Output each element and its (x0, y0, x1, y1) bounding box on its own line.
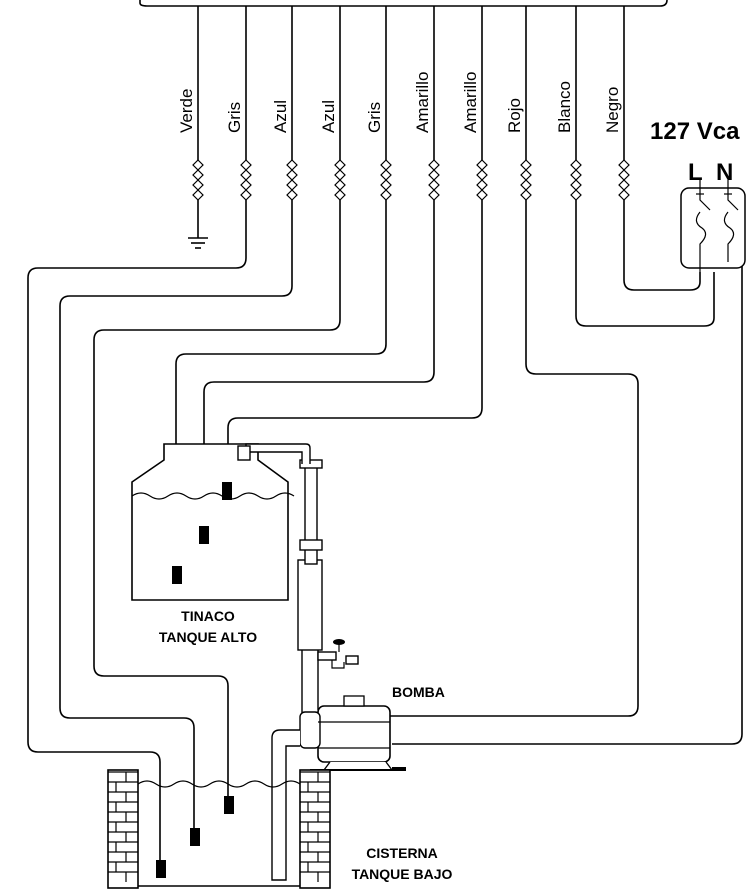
wire-label-azul-1: Azul (271, 100, 290, 133)
wire-label-gris-1: Gris (225, 102, 244, 133)
pump (299, 695, 406, 771)
wire-label-rojo: Rojo (505, 98, 524, 133)
wire-break-1 (240, 159, 252, 201)
wire-label-verde: Verde (177, 89, 196, 133)
cistern-label-1: CISTERNA (366, 845, 438, 861)
wire-break-3 (334, 159, 346, 201)
wire-amarillo-2 (227, 6, 483, 492)
wire-label-amarillo-2: Amarillo (461, 72, 480, 133)
wire-break-5 (428, 159, 440, 201)
pump-label: BOMBA (392, 684, 445, 700)
tank-high-label-2: TANQUE ALTO (159, 629, 257, 645)
wire-break-2 (286, 159, 298, 201)
tank-high-label-1: TINACO (181, 608, 235, 624)
wire-break-0 (192, 159, 204, 201)
cistern-sensor-mid (190, 828, 200, 846)
wire-blanco (575, 6, 715, 327)
tank-high-sensor-mid (199, 526, 209, 544)
wire-azul-2 (93, 6, 341, 806)
wire-break-4 (380, 159, 392, 201)
wire-break-symbols (192, 159, 630, 201)
wire-label-blanco: Blanco (555, 81, 574, 133)
power-neutral-label: N (716, 159, 733, 186)
wire-azul-1 (59, 6, 293, 840)
cistern-sensor-low (156, 860, 166, 878)
suction-pipe (271, 729, 300, 881)
power-line-label: L (688, 159, 703, 186)
wire-label-amarillo-1: Amarillo (413, 72, 432, 133)
wire-break-7 (520, 159, 532, 201)
cistern (107, 769, 331, 889)
wire-rojo (390, 6, 639, 717)
wire-verde (188, 6, 208, 249)
tank-high-sensor-low (172, 566, 182, 584)
power-voltage-label: 127 Vca (650, 118, 740, 145)
cistern-sensor-top (224, 796, 234, 814)
wire-gris-1 (27, 6, 247, 860)
tank-high-sensor-top (222, 482, 232, 500)
high-tank (131, 443, 295, 601)
cistern-label-2: TANQUE BAJO (352, 866, 453, 882)
wire-neutral-return (392, 262, 743, 745)
wire-label-gris-2: Gris (365, 102, 384, 133)
wire-break-8 (570, 159, 582, 201)
supply-pipe (237, 443, 359, 720)
wire-break-9 (618, 159, 630, 201)
wire-label-azul-2: Azul (319, 100, 338, 133)
controller-box (139, 0, 668, 7)
wire-break-6 (476, 159, 488, 201)
wire-gris-2 (175, 6, 387, 578)
wire-label-negro: Negro (603, 87, 622, 133)
power-outlet (680, 180, 746, 272)
wire-labels: Verde Gris Azul Azul Gris Amarillo Amari… (177, 72, 622, 133)
wire-amarillo-1 (203, 6, 435, 536)
wire-negro (623, 6, 701, 291)
